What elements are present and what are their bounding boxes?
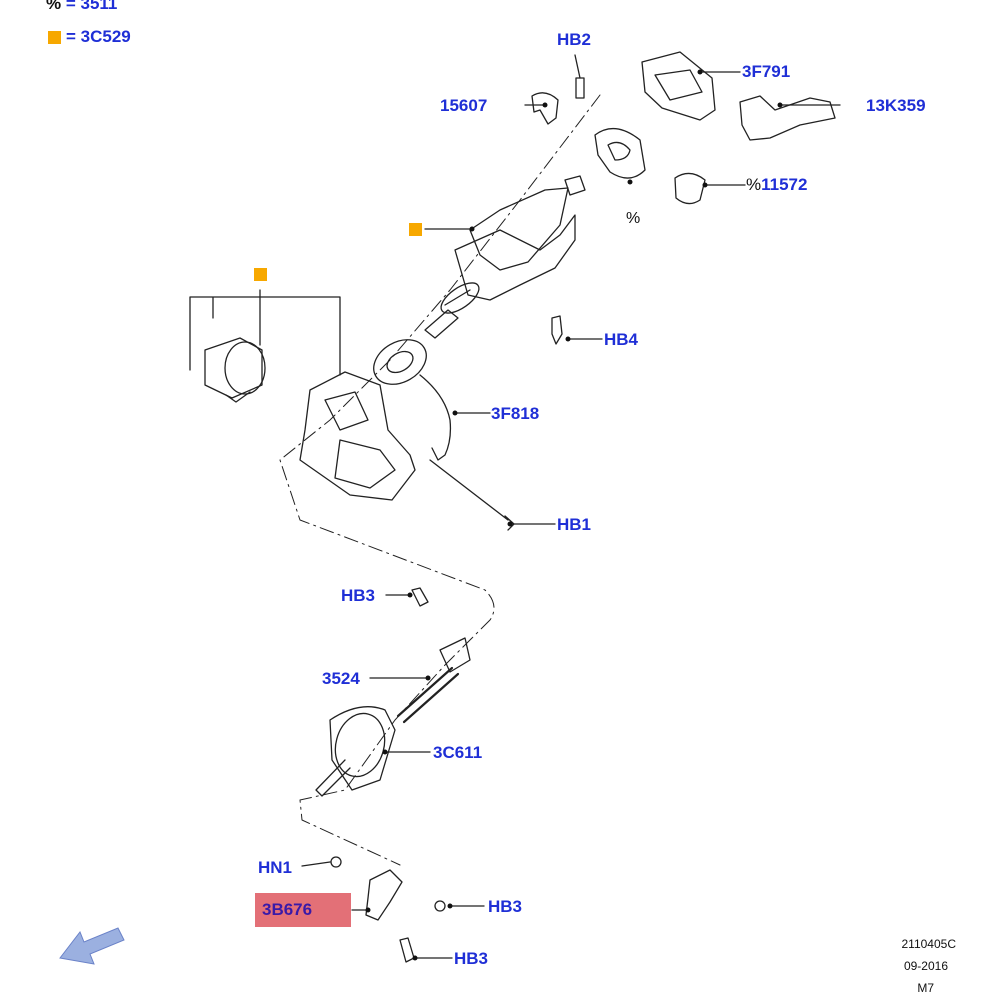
label-hb3-top[interactable]: HB3 xyxy=(341,586,376,605)
legend-item-3511: % = 3511 xyxy=(46,0,118,13)
label-hb1[interactable]: HB1 xyxy=(557,515,592,534)
marker-3c529-upper xyxy=(409,223,422,236)
highlight-3b676 xyxy=(255,893,351,927)
diagram-model: M7 xyxy=(917,981,934,995)
label-3f818[interactable]: 3F818 xyxy=(491,404,540,423)
marker-3c529-lower xyxy=(254,268,267,281)
label-11572[interactable]: %11572 xyxy=(746,175,808,194)
label-15607[interactable]: 15607 xyxy=(440,96,488,115)
diagram-code: 2110405C xyxy=(901,937,957,951)
legend-item-3c529: = 3C529 xyxy=(66,27,131,46)
label-hb3-mid[interactable]: HB3 xyxy=(488,897,523,916)
label-3f791[interactable]: 3F791 xyxy=(742,62,791,81)
back-arrow-icon[interactable] xyxy=(59,927,125,965)
label-hb3-bottom[interactable]: HB3 xyxy=(454,949,489,968)
legend-square-icon xyxy=(48,31,61,44)
label-3524[interactable]: 3524 xyxy=(322,669,360,688)
label-3c611[interactable]: 3C611 xyxy=(433,743,483,762)
label-3b676[interactable]: 3B676 xyxy=(262,900,313,919)
marker-3511: % xyxy=(626,210,641,227)
label-13k359[interactable]: 13K359 xyxy=(866,96,926,115)
label-hb2[interactable]: HB2 xyxy=(557,30,592,49)
label-hn1[interactable]: HN1 xyxy=(258,858,293,877)
label-hb4[interactable]: HB4 xyxy=(604,330,639,349)
diagram-date: 09-2016 xyxy=(903,959,948,973)
